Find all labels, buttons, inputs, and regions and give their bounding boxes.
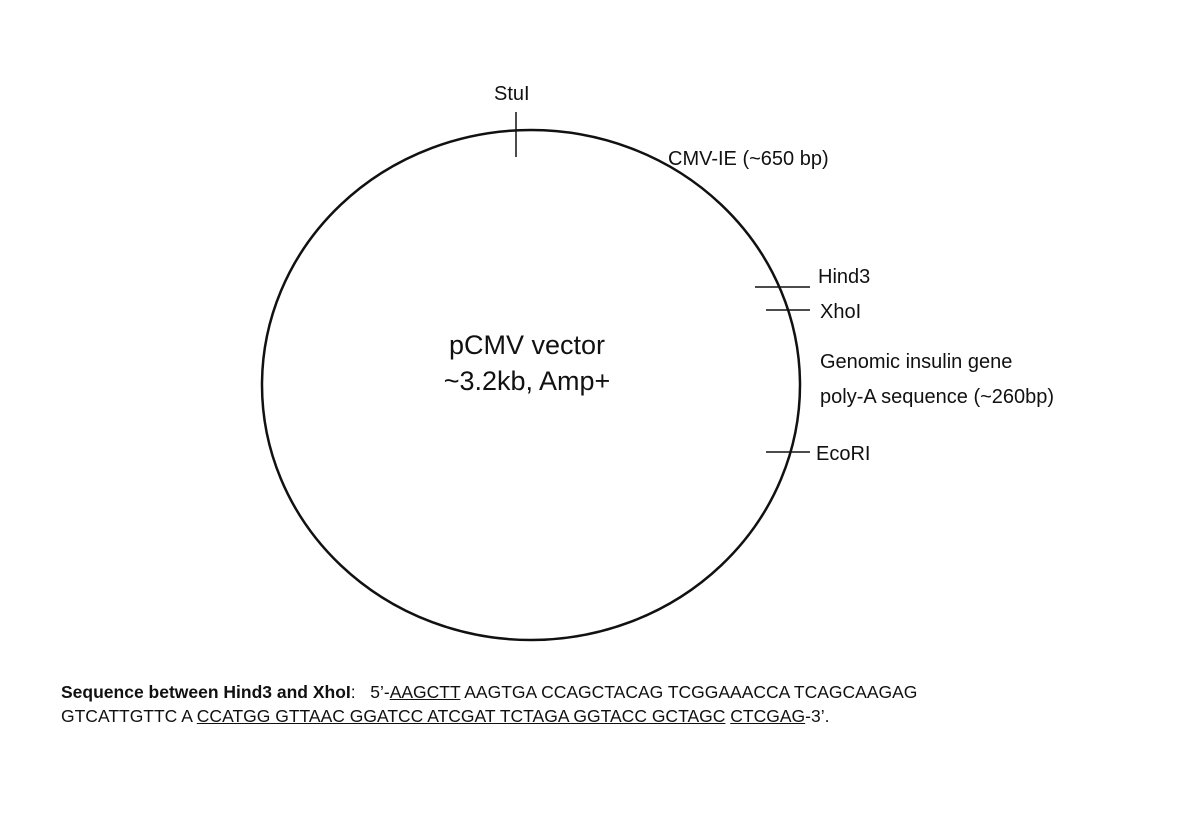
plasmid-circle bbox=[260, 128, 802, 642]
sequence-colon: : bbox=[350, 682, 371, 702]
three-prime: -3’. bbox=[805, 706, 830, 726]
hind3-site-seq: AAGCTT bbox=[389, 682, 461, 702]
polya-label-line1: Genomic insulin gene bbox=[820, 351, 1012, 373]
plasmid-name: pCMV vector bbox=[449, 330, 605, 360]
ecori-label: EcoRI bbox=[816, 443, 870, 465]
hind3-label: Hind3 bbox=[818, 266, 870, 288]
xhoi-site-seq: CTCGAG bbox=[730, 706, 806, 726]
polya-label-line2: poly-A sequence (~260bp) bbox=[820, 386, 1054, 408]
cmv-promoter-label: CMV-IE (~650 bp) bbox=[668, 148, 829, 170]
sequence-line1-rest: AAGTGA CCAGCTACAG TCGGAAACCA TCAGCAAGAG bbox=[460, 682, 918, 702]
five-prime: 5’- bbox=[370, 682, 390, 702]
sequence-block: Sequence between Hind3 and XhoI: 5’-AAGC… bbox=[61, 680, 917, 728]
plasmid-details: ~3.2kb, Amp+ bbox=[444, 366, 611, 396]
xhoi-label: XhoI bbox=[820, 301, 861, 323]
sequence-label: Sequence between Hind3 and XhoI bbox=[61, 682, 351, 702]
sequence-line2-start: GTCATTGTTC A bbox=[61, 706, 197, 726]
stui-label: StuI bbox=[494, 83, 530, 105]
mcs-seq: CCATGG GTTAAC GGATCC ATCGAT TCTAGA GGTAC… bbox=[196, 706, 726, 726]
